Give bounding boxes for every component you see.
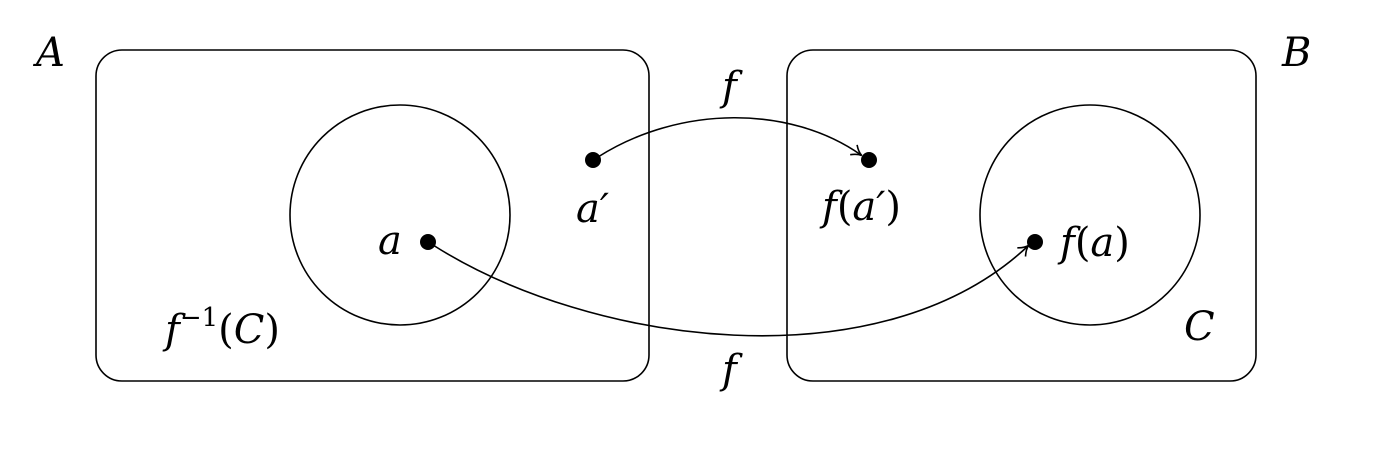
set-a-box [95,49,650,382]
subset-c-circle [979,104,1201,326]
point-a [420,234,436,250]
preimage-circle [289,104,511,326]
arrow-bottom [432,244,1030,337]
label-preimage: f−1(C) [162,303,280,353]
point-f-a-prime [861,152,877,168]
label-set-c: C [1184,304,1215,350]
point-f-a [1027,234,1043,250]
point-a-prime [585,152,601,168]
label-a-prime: a′ [576,186,609,232]
label-arrow-top: f [719,64,743,110]
arrow-top [597,116,863,158]
set-b-box [786,49,1257,382]
label-a: a [378,218,402,264]
label-set-a: A [32,30,65,76]
label-f-a-prime: f(a′) [819,184,901,230]
label-set-b: B [1281,30,1311,76]
label-f-a: f(a) [1057,220,1130,266]
label-arrow-bottom: f [719,347,743,393]
